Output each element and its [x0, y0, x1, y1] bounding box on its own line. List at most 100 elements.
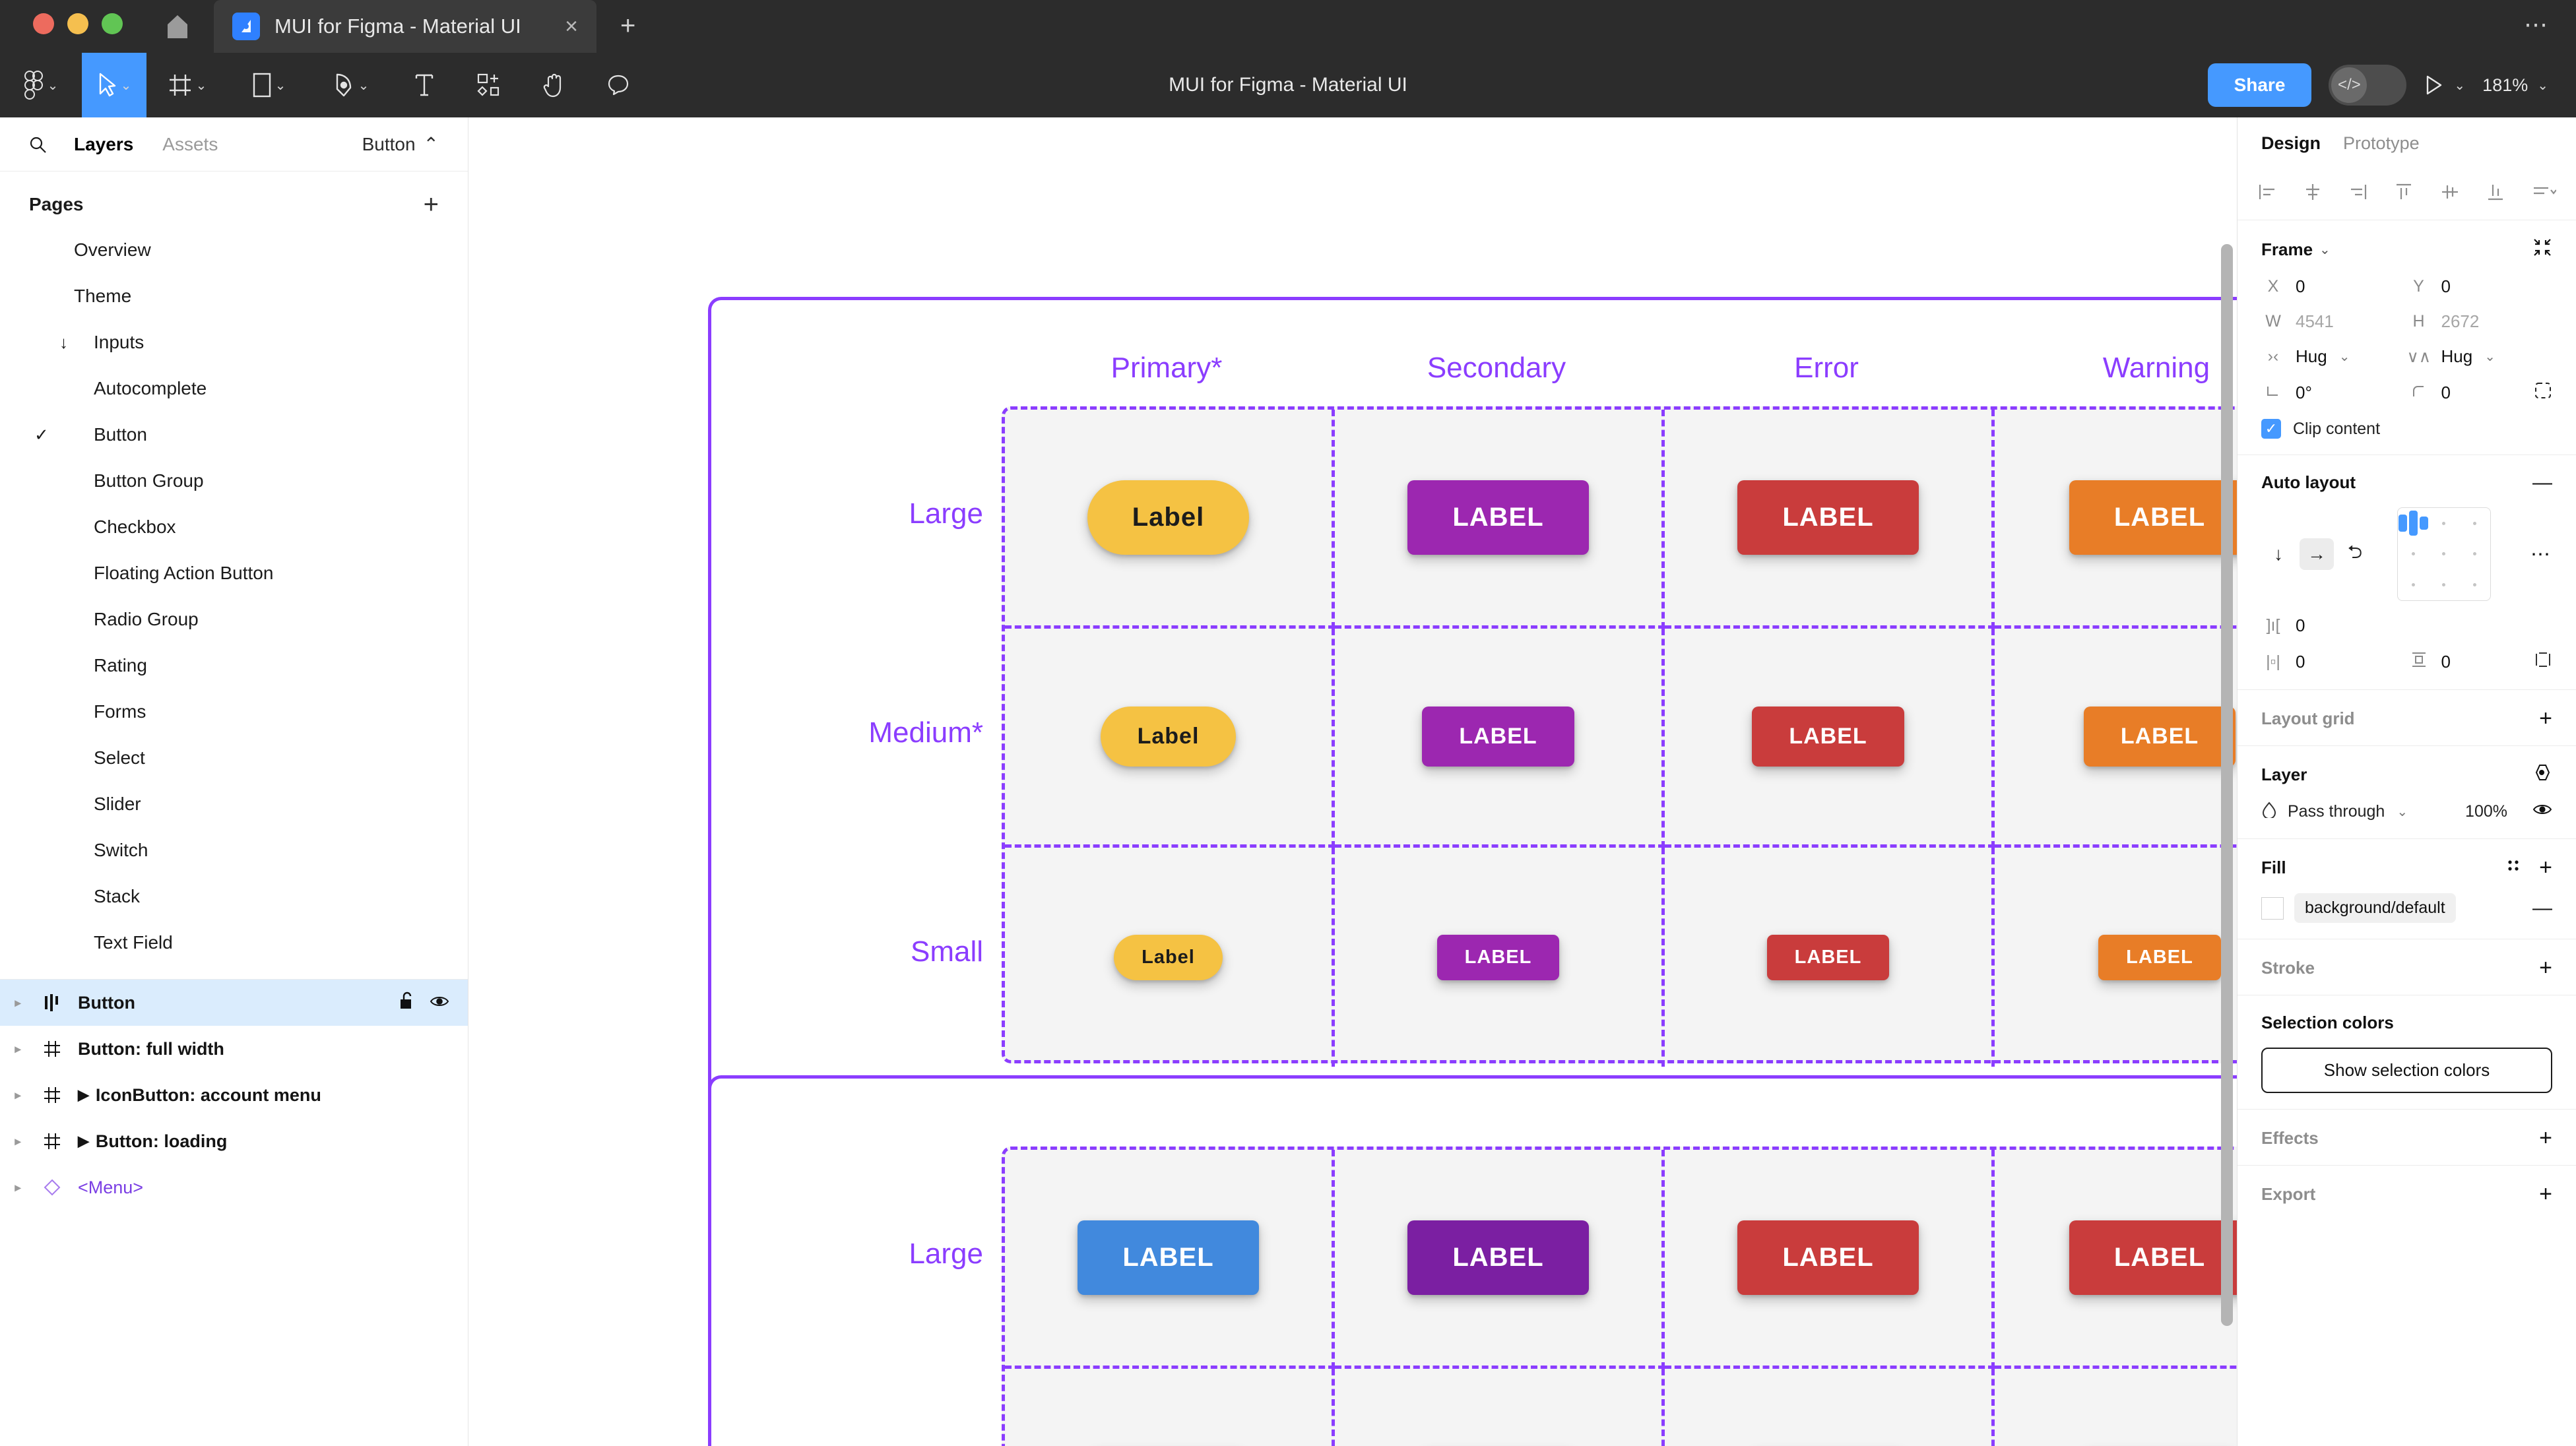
material-button[interactable]: Label: [1100, 707, 1237, 767]
clip-content-row[interactable]: ✓ Clip content: [2261, 419, 2552, 439]
page-item-checkbox[interactable]: Checkbox: [0, 504, 468, 550]
dev-mode-toggle[interactable]: </>: [2329, 65, 2407, 106]
frame-y-field[interactable]: Y 0: [2407, 276, 2553, 297]
canvas-vertical-scrollbar[interactable]: [2221, 244, 2233, 1326]
material-button[interactable]: LABEL: [1078, 1220, 1259, 1295]
chevron-right-icon[interactable]: ▸: [15, 995, 21, 1009]
resources-tool[interactable]: [457, 53, 521, 117]
hand-tool[interactable]: [521, 53, 586, 117]
material-button[interactable]: LABEL: [1407, 1220, 1589, 1295]
independent-corners-icon[interactable]: [2534, 381, 2552, 404]
clip-content-checkbox[interactable]: ✓: [2261, 419, 2281, 439]
show-selection-colors-button[interactable]: Show selection colors: [2261, 1048, 2552, 1093]
close-icon[interactable]: ×: [565, 14, 578, 39]
move-tool[interactable]: ⌄: [82, 53, 146, 117]
new-tab-button[interactable]: +: [620, 11, 636, 40]
page-item-radio-group[interactable]: Radio Group: [0, 596, 468, 643]
layer-row[interactable]: ▸▶Button: loading: [0, 1118, 468, 1164]
distribute-menu-icon[interactable]: [2531, 182, 2557, 206]
fill-color-swatch[interactable]: [2261, 896, 2284, 920]
expand-arrow-icon[interactable]: ▶: [78, 1086, 89, 1103]
layout-wrap-icon[interactable]: ⮌: [2347, 542, 2363, 562]
chevron-right-icon[interactable]: ▸: [15, 1134, 21, 1148]
close-window-button[interactable]: [33, 13, 54, 34]
align-horizontal-center-icon[interactable]: [2303, 182, 2323, 206]
resize-to-fit-icon[interactable]: [2532, 237, 2552, 262]
eye-icon[interactable]: [2532, 802, 2552, 821]
material-button[interactable]: Label: [1087, 480, 1250, 555]
search-icon[interactable]: [16, 135, 59, 154]
material-button[interactable]: LABEL: [1407, 480, 1589, 555]
fill-style-name[interactable]: background/default: [2294, 893, 2456, 923]
page-item-slider[interactable]: Slider: [0, 781, 468, 827]
page-selector[interactable]: Button ⌃: [362, 133, 452, 155]
present-button[interactable]: ⌄: [2424, 75, 2465, 96]
padding-horizontal-field[interactable]: |▫| 0: [2261, 650, 2407, 674]
align-right-icon[interactable]: [2348, 182, 2368, 206]
layer-row[interactable]: ▸Button: [0, 980, 468, 1026]
material-button[interactable]: LABEL: [1422, 707, 1574, 767]
page-item-theme[interactable]: Theme: [0, 273, 468, 319]
expand-arrow-icon[interactable]: ▶: [78, 1133, 89, 1149]
page-item-stack[interactable]: Stack: [0, 873, 468, 920]
chevron-right-icon[interactable]: ▸: [15, 1180, 21, 1194]
material-button[interactable]: LABEL: [2098, 934, 2221, 980]
page-item-overview[interactable]: Overview: [0, 227, 468, 273]
align-vertical-center-icon[interactable]: [2440, 182, 2460, 206]
material-button[interactable]: Label: [1114, 934, 1223, 980]
add-fill-button[interactable]: +: [2539, 855, 2552, 880]
blend-mode-value[interactable]: Pass through: [2288, 802, 2385, 821]
add-export-button[interactable]: +: [2539, 1181, 2552, 1207]
page-item-select[interactable]: Select: [0, 735, 468, 781]
zoom-control[interactable]: 181% ⌄: [2482, 75, 2548, 96]
padding-vertical-field[interactable]: 0: [2407, 650, 2553, 674]
frame-height-field[interactable]: H 2672: [2407, 311, 2553, 332]
align-left-icon[interactable]: [2257, 182, 2277, 206]
design-canvas[interactable]: Contained Primary*SecondaryErrorWarningL…: [468, 117, 2237, 1446]
variant-grid[interactable]: LABELLABELLABELLABELLABELLABELLABELLABEL: [1002, 1147, 2237, 1446]
layer-row[interactable]: ▸Button: full width: [0, 1026, 468, 1072]
hug-height-field[interactable]: ∨∧ Hug ⌄: [2407, 346, 2553, 367]
material-button[interactable]: LABEL: [2069, 480, 2237, 555]
remove-fill-button[interactable]: —: [2532, 896, 2552, 919]
frame-tool[interactable]: ⌄: [146, 53, 228, 117]
frame-x-field[interactable]: X 0: [2261, 276, 2407, 297]
material-button[interactable]: LABEL: [1737, 480, 1919, 555]
material-button[interactable]: LABEL: [1737, 1220, 1919, 1295]
layout-alignment-picker[interactable]: [2397, 507, 2491, 601]
layout-direction-vertical-icon[interactable]: ↓: [2274, 544, 2283, 564]
remove-auto-layout-button[interactable]: —: [2532, 471, 2552, 493]
layer-row[interactable]: ▸▶IconButton: account menu: [0, 1072, 468, 1118]
shape-tool[interactable]: ⌄: [228, 53, 310, 117]
page-item-button-group[interactable]: Button Group: [0, 458, 468, 504]
home-button[interactable]: [141, 0, 214, 53]
fill-styles-icon[interactable]: [2505, 857, 2522, 879]
align-top-icon[interactable]: [2394, 182, 2414, 206]
text-tool[interactable]: [392, 53, 457, 117]
eye-icon[interactable]: [430, 993, 449, 1013]
page-item-inputs[interactable]: ↓Inputs: [0, 319, 468, 365]
chevron-down-icon[interactable]: ⌄: [2319, 243, 2331, 257]
corner-radius-field[interactable]: 0: [2407, 381, 2553, 404]
auto-layout-more-options-button[interactable]: ⋯: [2530, 543, 2552, 565]
tab-prototype[interactable]: Prototype: [2343, 133, 2420, 153]
page-item-text-field[interactable]: Text Field: [0, 920, 468, 966]
unlock-icon[interactable]: [399, 991, 415, 1015]
material-button[interactable]: LABEL: [2083, 707, 2236, 767]
add-effect-button[interactable]: +: [2539, 1125, 2552, 1150]
page-item-switch[interactable]: Switch: [0, 827, 468, 873]
pen-tool[interactable]: ⌄: [310, 53, 392, 117]
material-button[interactable]: LABEL: [1752, 707, 1904, 767]
layout-gap-field[interactable]: ]ı[ 0: [2261, 615, 2407, 636]
layer-row[interactable]: ▸<Menu>: [0, 1164, 468, 1210]
add-stroke-button[interactable]: +: [2539, 955, 2552, 980]
layer-settings-icon[interactable]: [2532, 763, 2552, 786]
page-item-floating-action-button[interactable]: Floating Action Button: [0, 550, 468, 596]
hug-width-field[interactable]: ›‹ Hug ⌄: [2261, 346, 2407, 367]
tab-layers[interactable]: Layers: [74, 133, 134, 154]
add-layout-grid-button[interactable]: +: [2539, 706, 2552, 731]
figma-menu-button[interactable]: ⌄: [0, 53, 82, 117]
window-overflow-menu[interactable]: ⋯: [2524, 11, 2550, 38]
material-button[interactable]: LABEL: [1766, 934, 1890, 980]
